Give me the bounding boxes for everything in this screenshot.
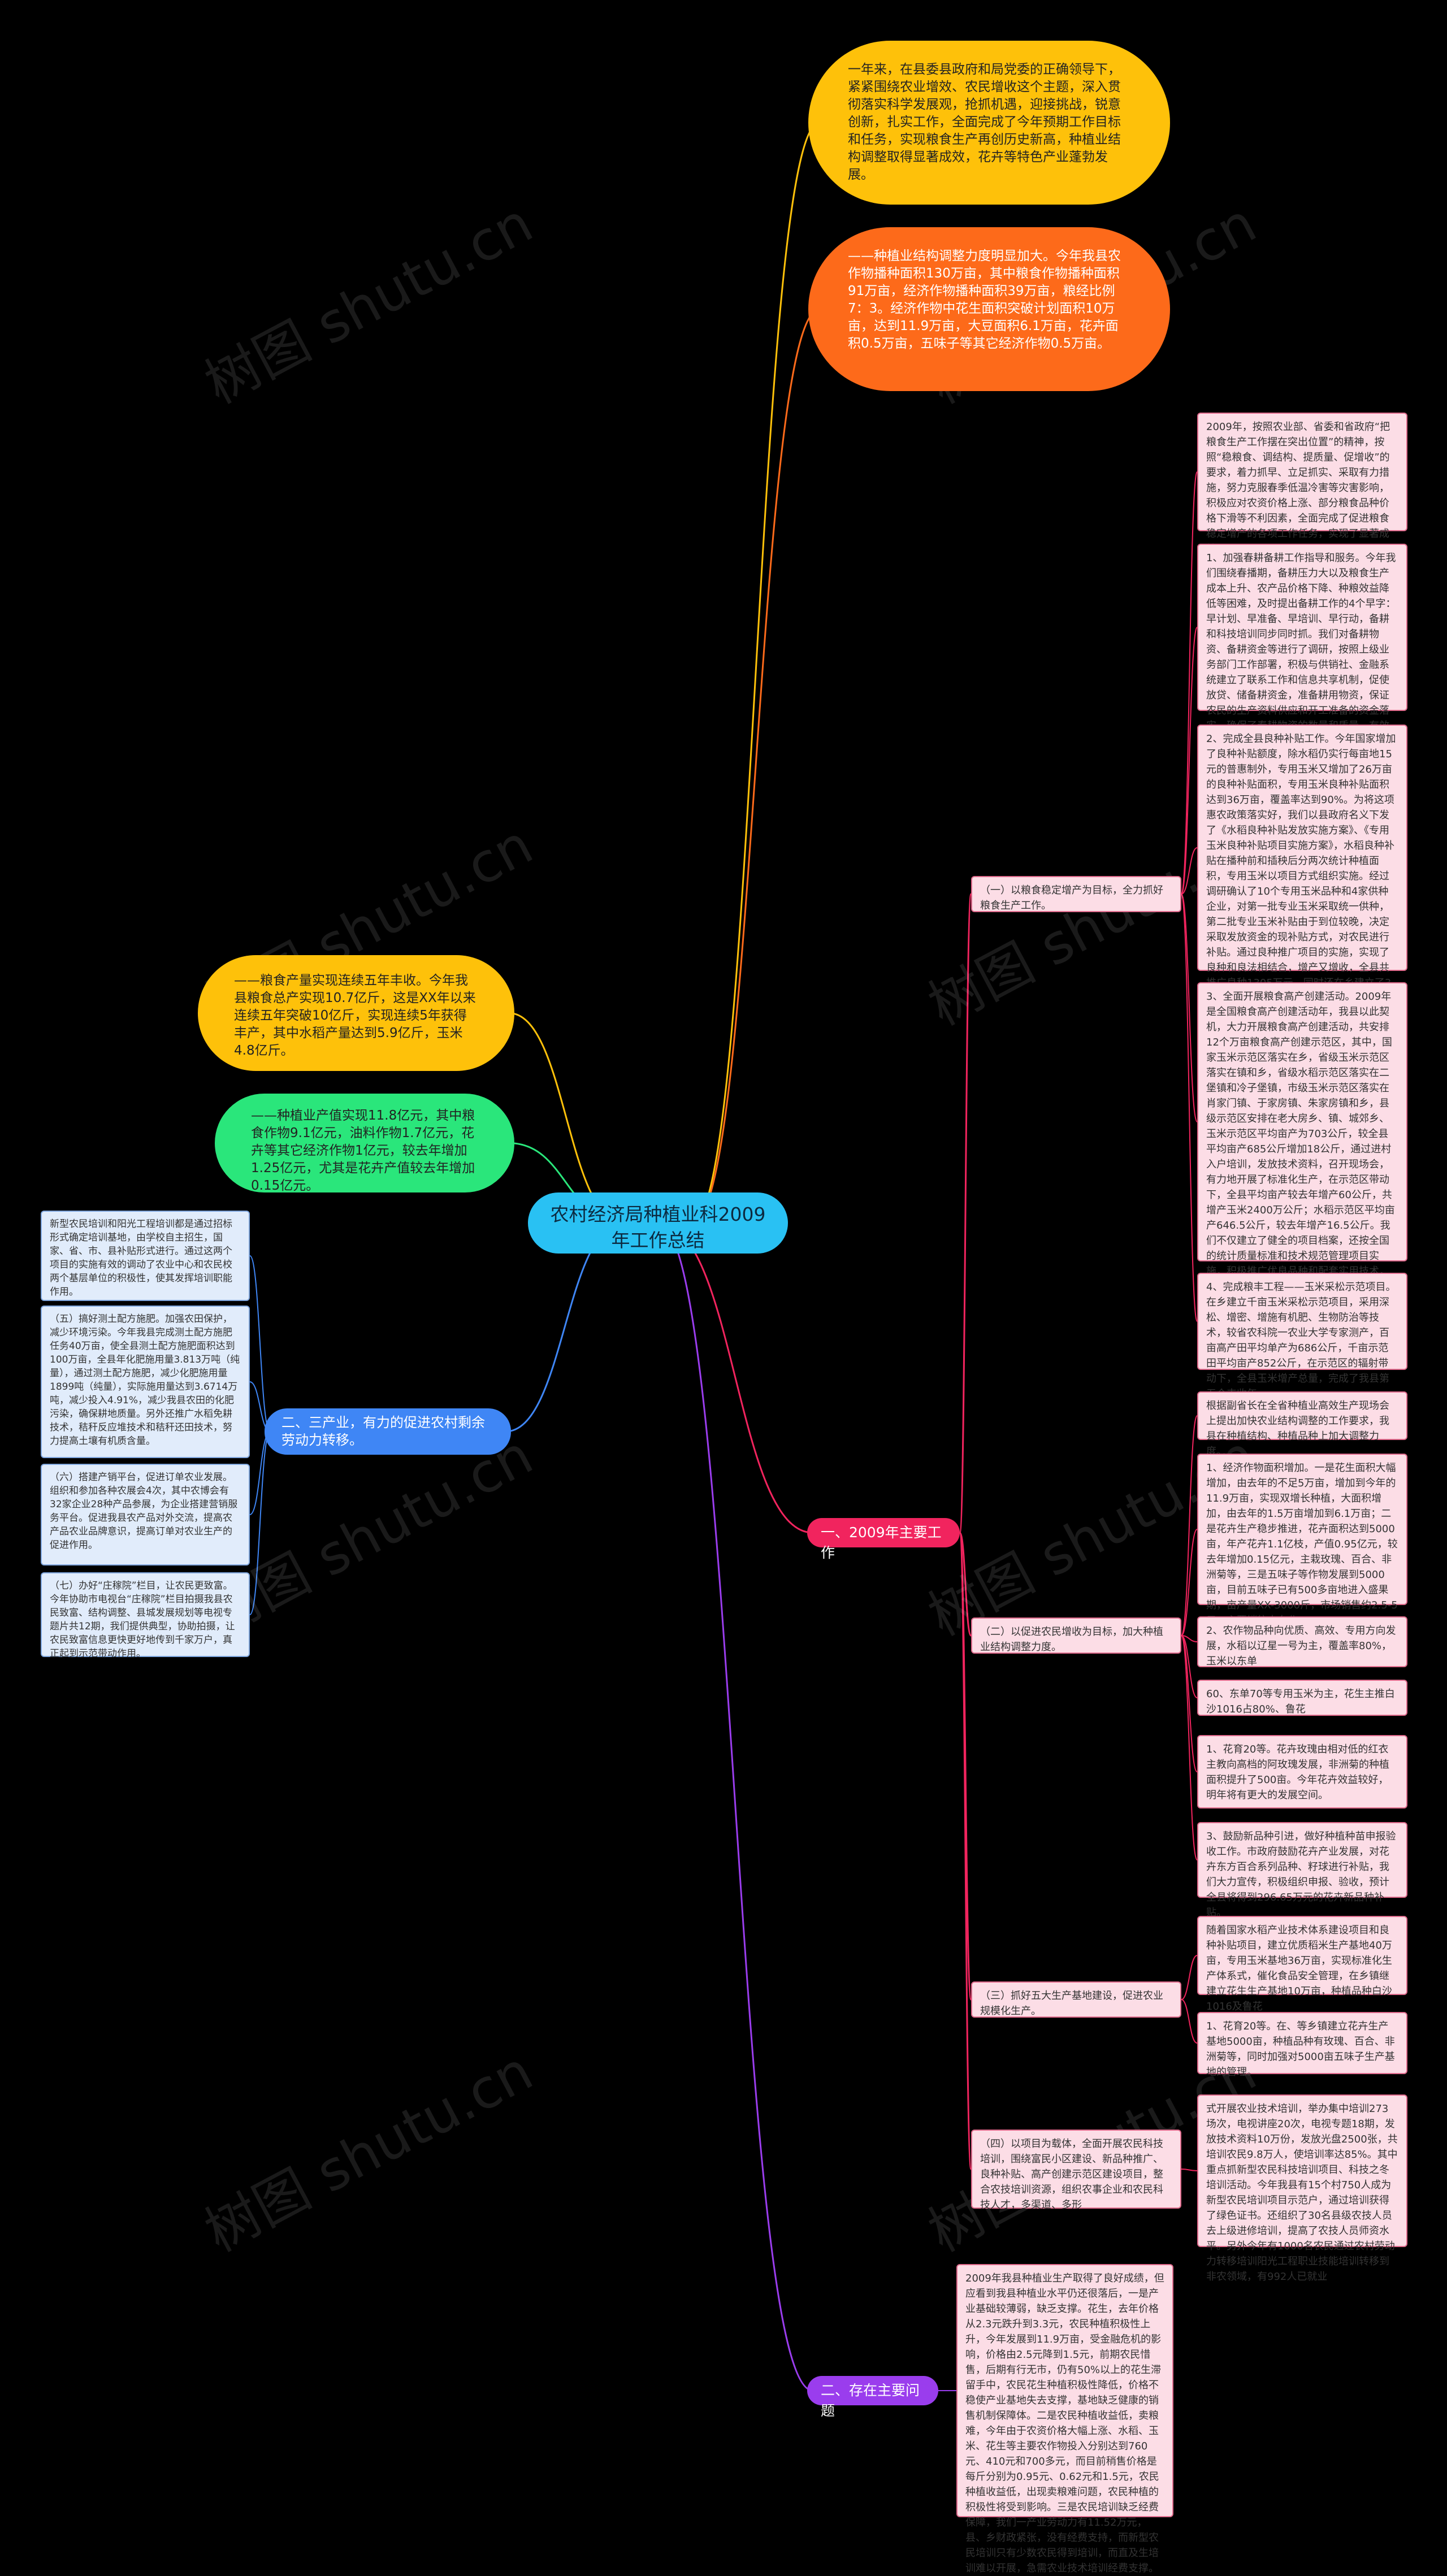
connector [959, 893, 972, 1534]
grain-leaf[interactable]: 2009年，按照农业部、省委和省政府“把粮食生产工作摆在突出位置”的精神，按照“… [1197, 413, 1407, 555]
connector [1181, 1635, 1198, 1698]
connector [657, 1222, 813, 2392]
summary-bubble[interactable]: 一年来，在县委县政府和局党委的正确领导下，紧紧围绕农业增效、农民增收这个主题，深… [808, 41, 1170, 205]
subtopic-grain-production[interactable]: （一）以粮食稳定增产为目标，全力抓好粮食生产工作。 [971, 876, 1181, 912]
subtopic-farmer-training[interactable]: （四）以项目为载体，全面开展农民科技培训，围绕富民小区建设、新品种推广、良种补贴… [971, 2130, 1181, 2211]
bases-leaf[interactable]: 随着国家水稻产业技术体系建设项目和良种补贴项目，建立优质稻米生产基地40万亩，专… [1197, 1916, 1407, 2013]
structure-leaf[interactable]: 3、鼓励新品种引进，做好种植种苗申报验收工作。市政府鼓励花卉产业发展，对花卉东方… [1197, 1822, 1407, 1919]
connector [1181, 627, 1198, 895]
connector [1181, 894, 1198, 1322]
structure-leaf[interactable]: 1、经济作物面积增加。一是花生面积大幅增加，由去年的不足5万亩，增加到今年的11… [1197, 1454, 1407, 1627]
subtopic-structure-adjustment[interactable]: （二）以促进农民增收为目标，加大种植业结构调整力度。 [971, 1617, 1181, 1654]
connector [1181, 471, 1198, 895]
root-topic[interactable]: 农村经济局种植业科2009年工作总结 [528, 1192, 788, 1254]
connector [1181, 2169, 1198, 2171]
connector [1181, 1635, 1198, 1642]
connector [505, 1222, 625, 1433]
connector [249, 1431, 271, 1615]
connector [1181, 1955, 1198, 2000]
branch-main-work[interactable]: 一、2009年主要工作 [807, 1518, 960, 1561]
connector [1181, 1529, 1198, 1636]
connector [1181, 894, 1198, 1122]
grain-leaf[interactable]: 1、加强春耕备耕工作指导和服务。今年我们围绕春播期，备耕压力大以及粮食生产成本上… [1197, 544, 1407, 778]
connector [508, 1012, 625, 1224]
connector [249, 1431, 271, 1515]
branch3-leaf[interactable]: （六）搭建产销平台，促进订单农业发展。组织和参加各种农展会4次，其中农博会有32… [41, 1464, 250, 1565]
structure-leaf[interactable]: 2、农作物品种向优质、高效、专用方向发展，水稻以辽星一号为主，覆盖率80%，玉米… [1197, 1616, 1407, 1667]
branch3-leaf[interactable]: （七）办好“庄稼院”栏目，让农民更致富。今年协助市电视台“庄稼院”栏目拍摄我县农… [41, 1572, 250, 1659]
structure-leaf[interactable]: 根据副省长在全省种植业高效生产现场会上提出加快农业结构调整的工作要求，我县在种植… [1197, 1391, 1407, 1458]
problems-leaf[interactable]: 2009年我县种植业生产取得了良好成绩，但应看到我县种植业水平仍还很落后，一是产… [956, 2264, 1173, 2574]
output-value-bubble[interactable]: ——种植业产值实现11.8亿元，其中粮食作物9.1亿元，油料作物1.7亿元，花卉… [215, 1094, 514, 1193]
branch3-leaf[interactable]: （五）搞好测土配方施肥。加强农田保护，减少环境污染。今年我县完成测土配方施肥任务… [41, 1306, 250, 1458]
grain-leaf[interactable]: 4、完成粮丰工程——玉米采松示范项目。在乡建立千亩玉米采松示范项目，采用深松、增… [1197, 1273, 1407, 1400]
subtopic-production-bases[interactable]: （三）抓好五大生产基地建设，促进农业规模化生产。 [971, 1981, 1181, 2018]
structure-leaf[interactable]: 60、东单70等专用玉米为主，花生主推白沙1016占80%、鲁花 [1197, 1680, 1407, 1716]
branch-main-problems[interactable]: 二、存在主要问题 [807, 2376, 938, 2419]
grain-output-bubble[interactable]: ——粮食产量实现连续五年丰收。今年我县粮食总产实现10.7亿斤，这是XX年以来连… [198, 955, 514, 1071]
grain-leaf[interactable]: 2、完成全县良种补贴工作。今年国家增加了良种补贴额度，除水稻仍实行每亩地15元的… [1197, 725, 1407, 1020]
connector [657, 1222, 813, 1534]
grain-leaf[interactable]: 3、全面开展粮食高产创建活动。2009年是全国粮食高产创建活动年，我县以此契机，… [1197, 982, 1407, 1338]
connector [1181, 1635, 1198, 1861]
structure-leaf[interactable]: 1、花育20等。花卉玫瑰由相对低的红衣主教向高档的阿玫瑰发展，非洲菊的种植面积提… [1197, 1735, 1407, 1809]
connector [691, 122, 820, 1224]
training-leaf[interactable]: 式开展农业技术培训，举办集中培训273场次，电视讲座20次，电视专题18期，发放… [1197, 2094, 1407, 2283]
connector [1181, 1635, 1198, 1772]
branch-labor-transfer[interactable]: 二、三产业，有力的促进农村剩余劳动力转移。 [265, 1408, 511, 1455]
connector [959, 1532, 972, 2170]
connector [691, 308, 820, 1224]
connector [1181, 847, 1198, 895]
bases-leaf[interactable]: 1、花育20等。在、等乡镇建立花卉生产基地5000亩，种植品种有玫瑰、百合、非洲… [1197, 2012, 1407, 2078]
connector [1181, 1415, 1198, 1636]
connector [1181, 1999, 1198, 2044]
connector [959, 1532, 972, 1637]
branch3-leaf[interactable]: 新型农民培训和阳光工程培训都是通过招标形式确定培训基地，由学校自主招生，国家、省… [41, 1211, 250, 1301]
structure-bubble[interactable]: ——种植业结构调整力度明显加大。今年我县农作物播种面积130万亩，其中粮食作物播… [808, 227, 1170, 391]
